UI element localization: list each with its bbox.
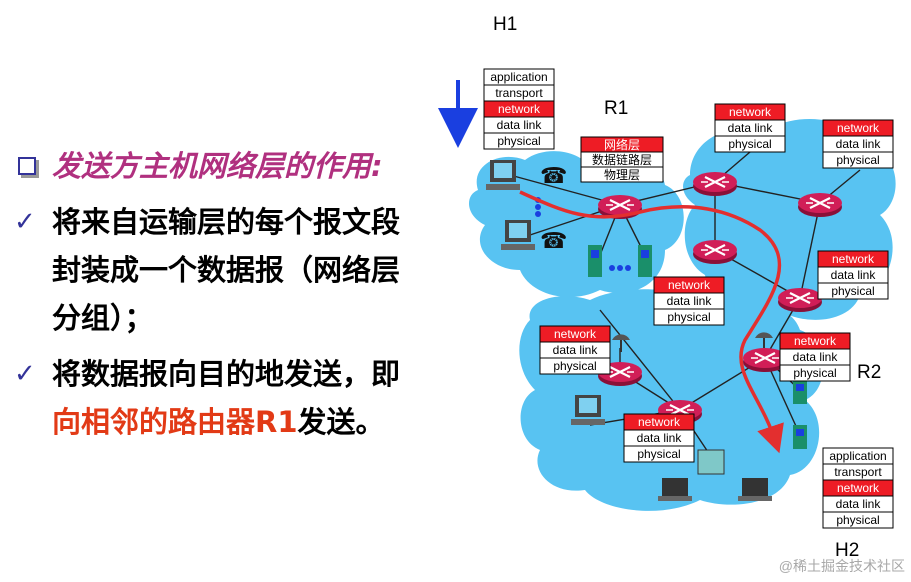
host-h2-server-icon	[793, 425, 807, 449]
svg-text:network: network	[554, 327, 597, 341]
bullet-2-highlight: 向相邻的路由器R1	[52, 405, 298, 439]
r1-protocol-stack: 网络层 数据链路层 物理层	[580, 136, 664, 183]
computer-icon	[571, 395, 605, 425]
h1-stack-layer: physical	[497, 134, 540, 148]
r1-stack-layer: 网络层	[604, 137, 640, 152]
square-bullet-icon	[14, 142, 52, 175]
bullet-item-2: ✓ 将数据报向目的地发送，即 向相邻的路由器R1发送。	[14, 350, 454, 446]
svg-text:data link: data link	[728, 121, 774, 135]
h2-stack-layer: application	[829, 449, 886, 463]
host-h2-label: H2	[835, 540, 859, 561]
r2-protocol-stack: network data link physical	[779, 332, 851, 382]
server-icon	[638, 245, 652, 277]
network-cloud-top-left	[468, 151, 684, 298]
heading-row: 发送方主机网络层的作用:	[14, 142, 454, 190]
svg-text:physical: physical	[667, 310, 710, 324]
svg-text:data link: data link	[836, 137, 882, 151]
h2-stack-layer: network	[837, 481, 880, 495]
router-protocol-stack: network data link physical	[822, 119, 894, 169]
svg-text:physical: physical	[793, 366, 836, 380]
bullet-2-suffix: 发送。	[297, 405, 385, 439]
h2-stack-layer: physical	[836, 513, 879, 527]
computer-icon	[501, 220, 535, 250]
h1-stack-layer: network	[498, 102, 541, 116]
checkmark-icon: ✓	[14, 207, 36, 237]
bullet-1-line-1: 将来自运输层的每个报文段	[52, 205, 401, 239]
h1-stack-layer: application	[490, 70, 547, 84]
svg-text:network: network	[638, 415, 681, 429]
router-protocol-stack: network data link physical	[623, 413, 695, 463]
h2-stack-layer: data link	[836, 497, 882, 511]
router-icon	[776, 286, 824, 314]
bullet-item-1: ✓ 将来自运输层的每个报文段 封装成一个数据报（网络层 分组）；	[14, 198, 454, 342]
text-panel: 发送方主机网络层的作用: ✓ 将来自运输层的每个报文段 封装成一个数据报（网络层…	[14, 142, 454, 454]
telephone-icon: ☎	[540, 163, 567, 188]
watermark: @稀土掘金技术社区	[778, 558, 905, 574]
router-protocol-stack: network data link physical	[817, 250, 889, 300]
svg-text:data link: data link	[637, 431, 683, 445]
svg-text:physical: physical	[831, 284, 874, 298]
slide-heading: 发送方主机网络层的作用:	[52, 149, 383, 183]
bullet-1-line-2: 封装成一个数据报（网络层	[52, 253, 401, 287]
svg-text:network: network	[837, 121, 880, 135]
svg-text:physical: physical	[728, 137, 771, 151]
svg-text:data link: data link	[831, 268, 877, 282]
datagram-path-arrow	[519, 190, 784, 454]
satellite-dish-icon	[612, 334, 630, 352]
server-icon	[793, 380, 807, 404]
bullet-1-line-3: 分组）；	[52, 301, 154, 335]
h1-stack-layer: data link	[497, 118, 543, 132]
svg-text:data link: data link	[553, 343, 599, 357]
svg-text:data link: data link	[667, 294, 713, 308]
router-r1-label: R1	[604, 98, 628, 119]
router-r2-label: R2	[857, 362, 881, 383]
access-point-icon	[697, 449, 725, 475]
bullet-2-line-1: 将数据报向目的地发送，即	[52, 357, 401, 391]
satellite-dish-icon	[755, 332, 773, 348]
router-icon	[691, 170, 739, 198]
svg-text:physical: physical	[637, 447, 680, 461]
h1-stack-layer: transport	[495, 86, 543, 100]
router-protocol-stack: network data link physical	[539, 325, 611, 375]
svg-text:data link: data link	[793, 350, 839, 364]
svg-text:network: network	[832, 252, 875, 266]
checkmark-icon: ✓	[14, 359, 36, 389]
host-h1-computer-icon	[486, 160, 520, 190]
svg-text:physical: physical	[553, 359, 596, 373]
svg-text:network: network	[729, 105, 772, 119]
h2-stack-layer: transport	[834, 465, 882, 479]
svg-text:network: network	[668, 278, 711, 292]
r1-stack-layer: 数据链路层	[592, 152, 652, 167]
router-protocol-stack: network data link physical	[653, 276, 725, 326]
h2-protocol-stack: application transport network data link …	[822, 447, 894, 529]
router-protocol-stack: network data link physical	[714, 103, 786, 153]
router-icon	[796, 191, 844, 219]
laptop-icon	[738, 478, 772, 501]
laptop-icon	[658, 478, 692, 501]
telephone-icon: ☎	[540, 228, 567, 253]
host-h1-label: H1	[493, 14, 517, 35]
svg-text:physical: physical	[836, 153, 879, 167]
server-icon	[588, 245, 602, 277]
svg-text:network: network	[794, 334, 837, 348]
r1-stack-layer: 物理层	[604, 168, 640, 182]
router-icon	[691, 238, 739, 266]
h1-protocol-stack: application transport network data link …	[483, 68, 555, 150]
